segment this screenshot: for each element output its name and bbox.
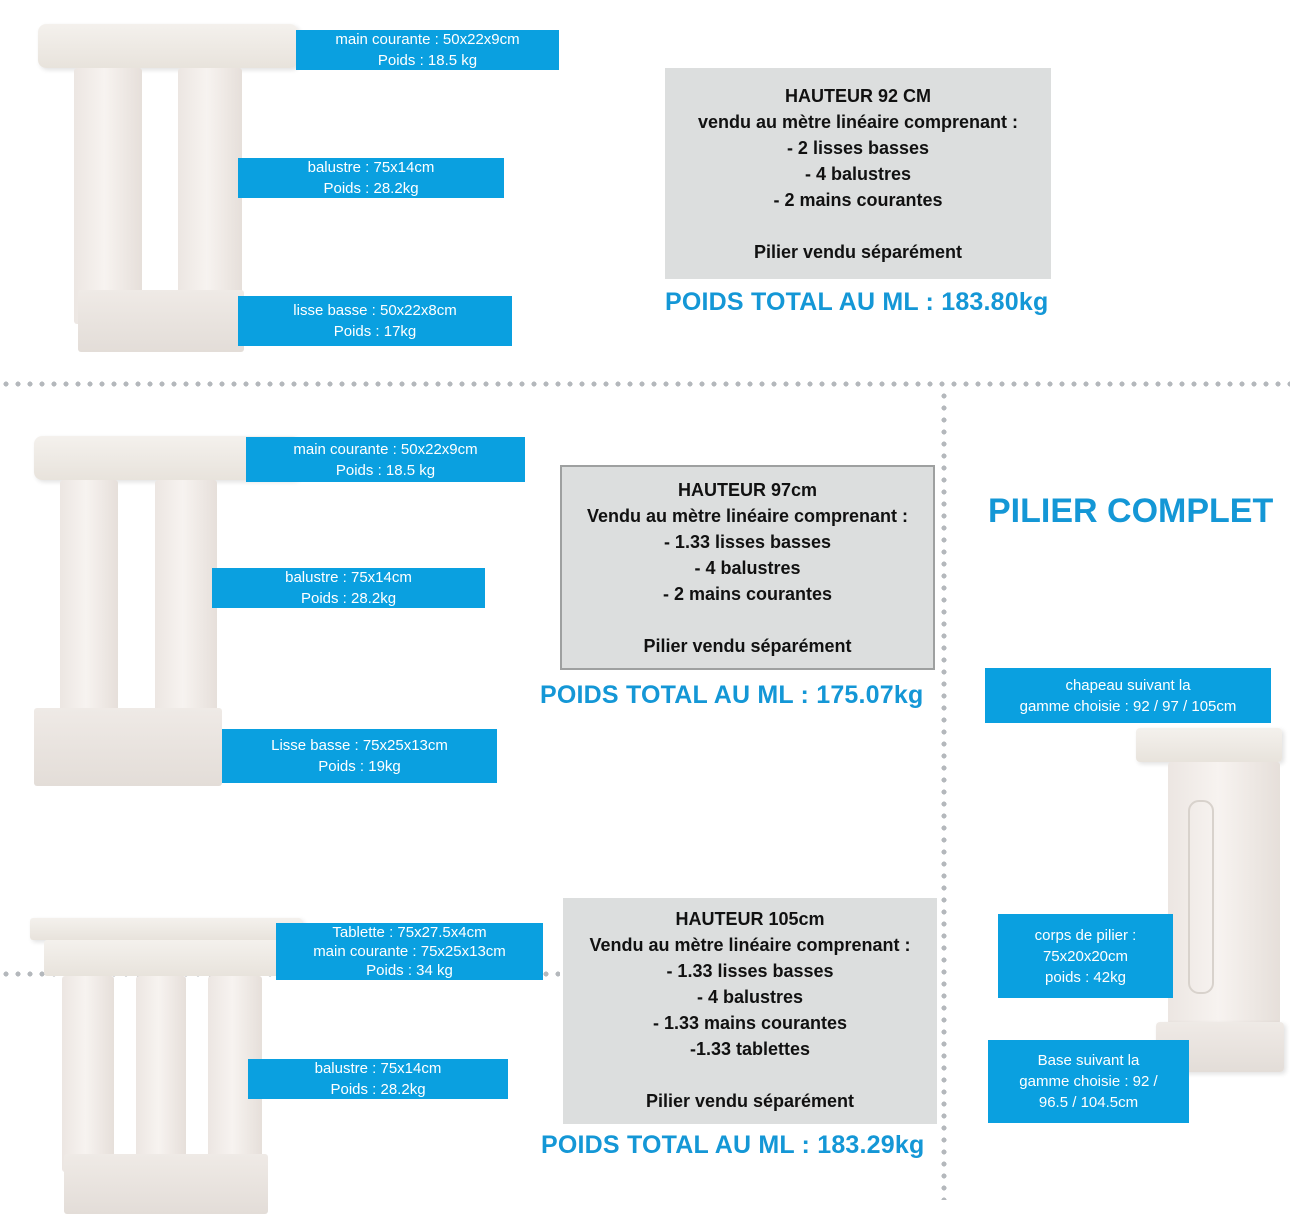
tag-line: Poids : 18.5 kg — [335, 461, 436, 479]
tag-line: Poids : 28.2kg — [323, 180, 419, 197]
divider-horizontal — [0, 381, 1290, 387]
info-line: - 4 balustres — [696, 987, 804, 1007]
info-line: - 1.33 mains courantes — [652, 1013, 848, 1033]
tag-lisse-basse: Lisse basse : 75x25x13cm Poids : 19kg — [222, 729, 497, 783]
info-line: Pilier vendu séparément — [645, 1091, 855, 1111]
total-weight-92: POIDS TOTAL AU ML : 183.80kg — [665, 288, 1049, 316]
tag-line: gamme choisie : 92 / 97 / 105cm — [1019, 697, 1237, 715]
pilier-panel-decor — [1188, 800, 1214, 994]
tag-lisse-basse: lisse basse : 50x22x8cm Poids : 17kg — [238, 296, 512, 346]
tag-line: gamme choisie : 92 / — [1019, 1073, 1158, 1090]
info-line — [562, 607, 933, 633]
pilier-complet-title: PILIER COMPLET — [988, 492, 1274, 530]
tag-line: Lisse basse : 75x25x13cm — [271, 737, 448, 754]
divider-vertical — [941, 390, 947, 1200]
tag-line: balustre : 75x14cm — [307, 159, 435, 176]
info-line: - 4 balustres — [804, 163, 912, 184]
info-line: Vendu au mètre linéaire comprenant : — [586, 505, 909, 526]
tag-line: Tablette : 75x27.5x4cm — [332, 924, 487, 941]
tag-line: main courante : 50x22x9cm — [293, 440, 478, 458]
info-line: vendu au mètre linéaire comprenant : — [697, 111, 1019, 132]
info-line: Vendu au mètre linéaire comprenant : — [589, 935, 911, 955]
lisse-basse-stone — [78, 290, 244, 352]
balustre-stone — [178, 68, 242, 324]
balustre-stone — [155, 480, 217, 742]
info-line: - 1.33 lisses basses — [666, 961, 834, 981]
tag-base: Base suivant la gamme choisie : 92 / 96.… — [988, 1040, 1189, 1123]
info-line: - 4 balustres — [694, 557, 801, 578]
tag-line: Poids : 34 kg — [366, 962, 453, 979]
total-weight-97: POIDS TOTAL AU ML : 175.07kg — [540, 681, 924, 709]
tag-line: poids : 42kg — [1045, 968, 1126, 986]
tag-main-courante: main courante : 50x22x9cm Poids : 18.5 k… — [246, 437, 525, 482]
tag-line: lisse basse : 50x22x8cm — [293, 302, 457, 319]
tag-line: balustre : 75x14cm — [314, 1060, 442, 1077]
tag-balustre: balustre : 75x14cm Poids : 28.2kg — [212, 568, 485, 608]
tag-line: balustre : 75x14cm — [285, 569, 412, 586]
tag-line: Poids : 28.2kg — [330, 1081, 426, 1098]
lisse-basse-stone — [34, 708, 222, 786]
balustre-stone — [60, 480, 118, 742]
tag-main-courante: main courante : 50x22x9cm Poids : 18.5 k… — [296, 30, 559, 70]
info-box-97: HAUTEUR 97cm Vendu au mètre linéaire com… — [560, 465, 935, 670]
tag-line: 75x20x20cm — [1042, 947, 1129, 965]
main-courante-stone — [44, 940, 290, 976]
info-box-105: HAUTEUR 105cm Vendu au mètre linéaire co… — [563, 898, 937, 1124]
total-weight-105: POIDS TOTAL AU ML : 183.29kg — [541, 1131, 925, 1159]
info-line: - 2 mains courantes — [662, 583, 833, 604]
balustre-stone — [62, 976, 114, 1172]
info-line: HAUTEUR 97cm — [677, 479, 818, 500]
tag-line: Poids : 19kg — [318, 758, 401, 775]
tag-balustre: balustre : 75x14cm Poids : 28.2kg — [238, 158, 504, 198]
info-line: - 2 lisses basses — [786, 137, 930, 158]
info-line — [665, 213, 1051, 239]
tag-line: Poids : 18.5 kg — [377, 52, 478, 69]
info-line: - 2 mains courantes — [773, 189, 943, 210]
lisse-basse-stone — [64, 1154, 268, 1214]
tag-tablette: Tablette : 75x27.5x4cm main courante : 7… — [276, 923, 543, 980]
info-line: HAUTEUR 92 CM — [784, 85, 931, 106]
info-line: - 1.33 lisses basses — [663, 531, 832, 552]
chapeau-stone — [1136, 728, 1282, 762]
tag-balustre: balustre : 75x14cm Poids : 28.2kg — [248, 1059, 508, 1099]
balustre-stone — [74, 68, 142, 324]
tag-line: chapeau suivant la — [1065, 676, 1191, 694]
info-line: -1.33 tablettes — [689, 1039, 811, 1059]
info-line: Pilier vendu séparément — [753, 241, 963, 262]
info-line: HAUTEUR 105cm — [675, 909, 825, 929]
main-courante-stone — [38, 24, 298, 68]
tag-line: corps de pilier : — [1034, 926, 1137, 944]
tag-line: main courante : 75x25x13cm — [313, 943, 506, 960]
tag-corps-pilier: corps de pilier : 75x20x20cm poids : 42k… — [998, 914, 1173, 998]
tag-line: Base suivant la — [1037, 1052, 1140, 1069]
info-line — [563, 1063, 937, 1089]
tag-line: Poids : 28.2kg — [300, 590, 397, 607]
tag-chapeau: chapeau suivant la gamme choisie : 92 / … — [985, 668, 1271, 723]
info-box-92: HAUTEUR 92 CM vendu au mètre linéaire co… — [665, 68, 1051, 279]
tablette-stone — [30, 918, 302, 940]
corps-pilier-stone — [1168, 762, 1280, 1024]
tag-line: 96.5 / 104.5cm — [1038, 1094, 1139, 1111]
tag-line: Poids : 17kg — [333, 323, 417, 340]
tag-line: main courante : 50x22x9cm — [335, 31, 520, 48]
info-line: Pilier vendu séparément — [643, 635, 852, 656]
balustre-stone — [136, 976, 186, 1172]
